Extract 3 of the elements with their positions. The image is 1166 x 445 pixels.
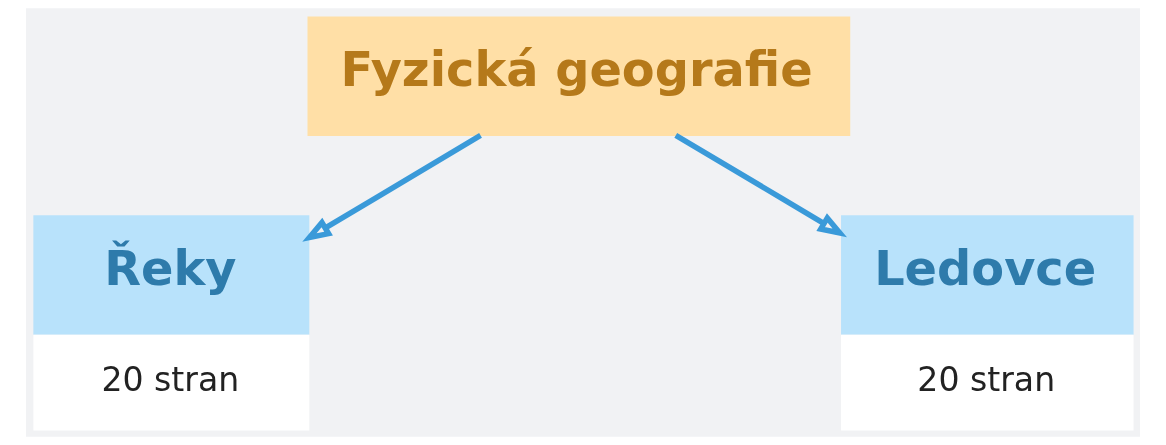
- arrow: [674, 132, 847, 238]
- node-box: Fyzická geografie: [307, 16, 851, 137]
- arrow: [302, 132, 482, 242]
